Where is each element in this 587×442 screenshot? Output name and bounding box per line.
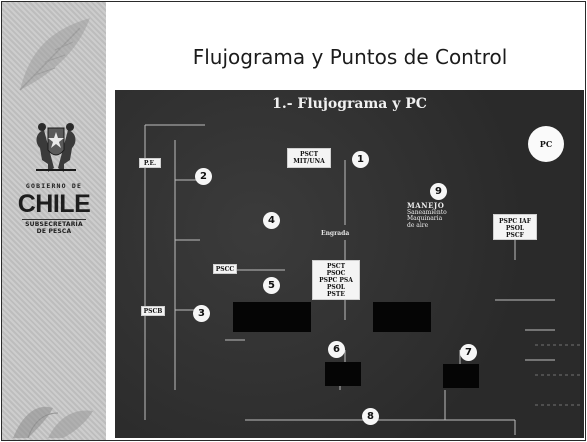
step-marker: 6 [328, 341, 345, 358]
box-line: PSOL [326, 284, 346, 291]
box-line: PSCF [506, 232, 524, 239]
step-marker: 8 [362, 408, 379, 425]
step-marker: 9 [430, 183, 447, 200]
government-label: GOBIERNO DE [25, 182, 83, 190]
market-heading: MANEJO [407, 201, 445, 210]
left-box-c: PSCB [141, 306, 165, 316]
leaf-watermark-icon [19, 18, 90, 91]
box-line: MIT/UNA [293, 158, 325, 165]
step-marker: 2 [195, 168, 212, 185]
process-block [443, 364, 479, 388]
center-box: PSCT PSOC PSPC PSA PSOL PSTE [312, 260, 360, 300]
step-marker: 5 [263, 277, 280, 294]
coat-of-arms-icon [36, 123, 76, 172]
box-line: PSTE [327, 291, 345, 298]
left-box-b: PSCC [213, 264, 237, 274]
process-block [325, 362, 361, 386]
government-sidebar: GOBIERNO DE CHILE SUBSECRETARÍA DE PESCA [2, 2, 106, 440]
department-line-1: SUBSECRETARÍA [25, 221, 83, 228]
process-block [233, 302, 311, 332]
department-name: SUBSECRETARÍA DE PESCA [2, 221, 106, 235]
box-line: PSCT [326, 263, 346, 270]
right-box: PSPC IAF PSOL PSCF [493, 214, 537, 240]
top-box: PSCT MIT/UNA [287, 148, 331, 168]
box-line: PSOL [505, 225, 525, 232]
decorative-plant-icon [13, 406, 93, 438]
flowchart-image: 1.- Flujograma y PC PC PSCT MIT/UNA P.E.… [115, 90, 584, 438]
left-box-a: P.E. [139, 158, 161, 168]
box-line: PSPC PSA [319, 277, 353, 284]
market-label: MANEJO Saneamiento Maquinaria de aire [407, 201, 467, 229]
step-marker: 3 [193, 305, 210, 322]
pc-badge: PC [528, 126, 564, 162]
department-line-2: DE PESCA [36, 228, 72, 235]
step-marker: 7 [460, 344, 477, 361]
slide-title: Flujograma y Puntos de Control [192, 45, 508, 69]
market-line: Saneamiento [407, 208, 447, 216]
market-line: Maquinaria [407, 215, 443, 222]
market-line: de aire [407, 221, 429, 229]
country-name: CHILE [17, 190, 91, 218]
center-label: Engrada [321, 230, 350, 237]
flowchart-title: 1.- Flujograma y PC [272, 96, 427, 112]
divider [22, 219, 86, 220]
box-line: PSOC [326, 270, 346, 277]
box-line: PSCT [299, 151, 319, 158]
process-block [373, 302, 431, 332]
step-marker: 1 [352, 151, 369, 168]
box-line: PSPC IAF [499, 218, 531, 225]
step-marker: 4 [263, 212, 280, 229]
